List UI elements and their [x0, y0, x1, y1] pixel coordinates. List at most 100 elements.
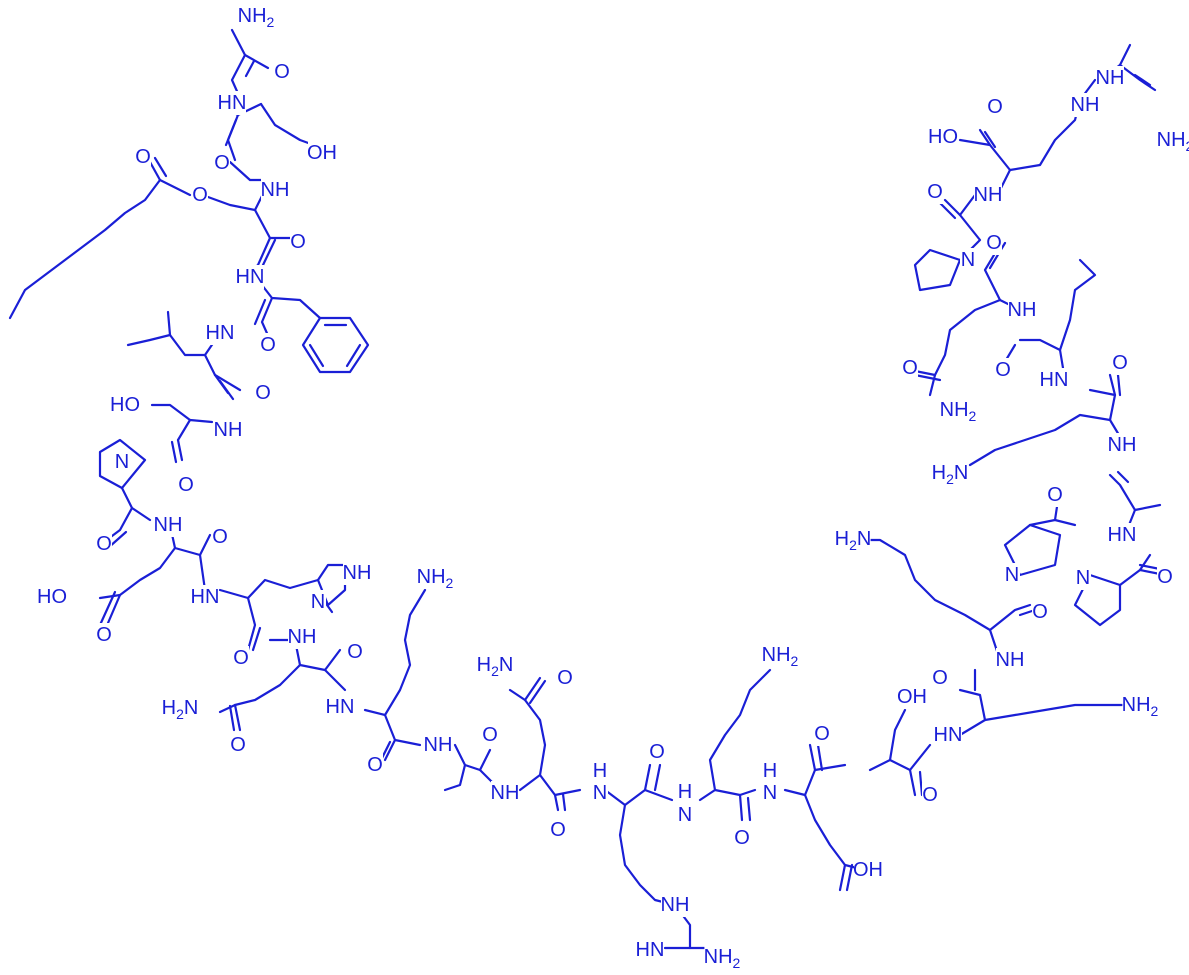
atom-label-background: [233, 646, 249, 670]
atom-label: NH2: [1122, 694, 1159, 719]
atom-label-background: [96, 623, 112, 647]
atom-label: O: [290, 231, 306, 253]
atom-label: O: [274, 61, 290, 83]
atom-label-background: [592, 781, 608, 805]
atom-label: NH: [1096, 67, 1125, 89]
atom-label: HN: [326, 696, 355, 718]
atom-label: N: [1076, 567, 1090, 589]
atom-label: O: [135, 146, 151, 168]
atom-label-background: [290, 230, 306, 254]
atom-label-background: [1075, 566, 1091, 590]
atom-label: NH: [261, 179, 290, 201]
atom-label-background: [347, 640, 363, 664]
atom-label: O: [1157, 566, 1173, 588]
atom-label: NH: [154, 514, 183, 536]
atom-label: O: [192, 184, 208, 206]
atom-label-background: [214, 151, 230, 175]
atom-label-background: [927, 180, 943, 204]
atom-label: N: [593, 782, 607, 804]
atom-label-background: [1047, 483, 1063, 507]
atom-label-background: [310, 590, 326, 614]
atom-label: NH: [424, 734, 453, 756]
atom-label-background: [1122, 693, 1158, 717]
atom-label-background: [974, 183, 1002, 207]
atom-label: O: [178, 474, 194, 496]
atom-label-background: [111, 393, 139, 417]
atom-label-background: [898, 685, 926, 709]
atom-label-background: [922, 783, 938, 807]
atom-label: O: [927, 181, 943, 203]
atom-label-background: [734, 826, 750, 850]
atom-label-background: [1108, 433, 1136, 457]
atom-label: NH2: [417, 566, 454, 591]
atom-label-background: [178, 473, 194, 497]
atom-label-background: [238, 4, 274, 28]
atom-label-background: [326, 695, 354, 719]
atom-label-background: [704, 945, 740, 969]
atom-label: HO: [37, 586, 67, 608]
atom-label: HO: [928, 126, 958, 148]
atom-label-background: [218, 91, 246, 115]
atom-label-background: [814, 722, 830, 746]
atom-label-background: [929, 125, 957, 149]
atom-label: NH2: [762, 644, 799, 669]
atom-label: NH: [1071, 94, 1100, 116]
atom-label: OH: [853, 859, 883, 881]
atom-label: N: [678, 804, 692, 826]
atom-label-background: [762, 643, 798, 667]
atom-label-background: [932, 666, 948, 690]
atom-label-background: [987, 95, 1003, 119]
atom-label: NH: [491, 782, 520, 804]
atom-label: NH: [1108, 434, 1137, 456]
atom-label: HN: [206, 322, 235, 344]
atom-label: O: [649, 741, 665, 763]
atom-label-background: [1040, 368, 1068, 392]
atom-label-background: [236, 265, 264, 289]
atom-label: O: [557, 667, 573, 689]
atom-label: NH: [288, 626, 317, 648]
atom-label-background: [636, 938, 664, 962]
atom-label: H2N: [835, 528, 872, 553]
atom-label: HN: [1108, 524, 1137, 546]
atom-label-background: [661, 893, 689, 917]
atom-label: O: [367, 754, 383, 776]
atom-label: HN: [191, 586, 220, 608]
atom-label-background: [1004, 563, 1020, 587]
atom-label: HN: [934, 724, 963, 746]
atom-label-background: [1157, 128, 1189, 152]
atom-label: NH2: [704, 946, 741, 971]
atom-label-background: [274, 60, 290, 84]
atom-label-background: [424, 733, 452, 757]
atom-label-background: [557, 666, 573, 690]
atom-label: H2N: [477, 654, 514, 679]
atom-label: HO: [110, 394, 140, 416]
atom-label-background: [230, 733, 246, 757]
atom-label-background: [491, 781, 519, 805]
atom-label-background: [261, 178, 289, 202]
atom-label: OH: [897, 686, 927, 708]
atom-label-background: [854, 858, 882, 882]
atom-label: O: [96, 624, 112, 646]
atom-label: O: [347, 641, 363, 663]
atom-label: N: [763, 782, 777, 804]
atom-label: O: [902, 357, 918, 379]
atom-label-background: [135, 145, 151, 169]
atom-label-background: [38, 585, 66, 609]
atom-label: NH: [661, 894, 690, 916]
atom-label-background: [192, 183, 208, 207]
atom-label-background: [902, 356, 918, 380]
atom-label-background: [934, 723, 962, 747]
atom-label: N: [311, 591, 325, 613]
atom-label: O: [814, 723, 830, 745]
atom-label: O: [255, 382, 271, 404]
atom-label: N: [1005, 564, 1019, 586]
atom-label: N: [115, 451, 129, 473]
atom-label: O: [230, 734, 246, 756]
atom-label-background: [288, 625, 316, 649]
atom-label-background: [214, 418, 242, 442]
atom-label-background: [1032, 600, 1048, 624]
atom-label-background: [550, 818, 566, 842]
atom-label-background: [308, 141, 336, 165]
atom-label: NH: [996, 649, 1025, 671]
atom-label-background: [932, 461, 968, 485]
